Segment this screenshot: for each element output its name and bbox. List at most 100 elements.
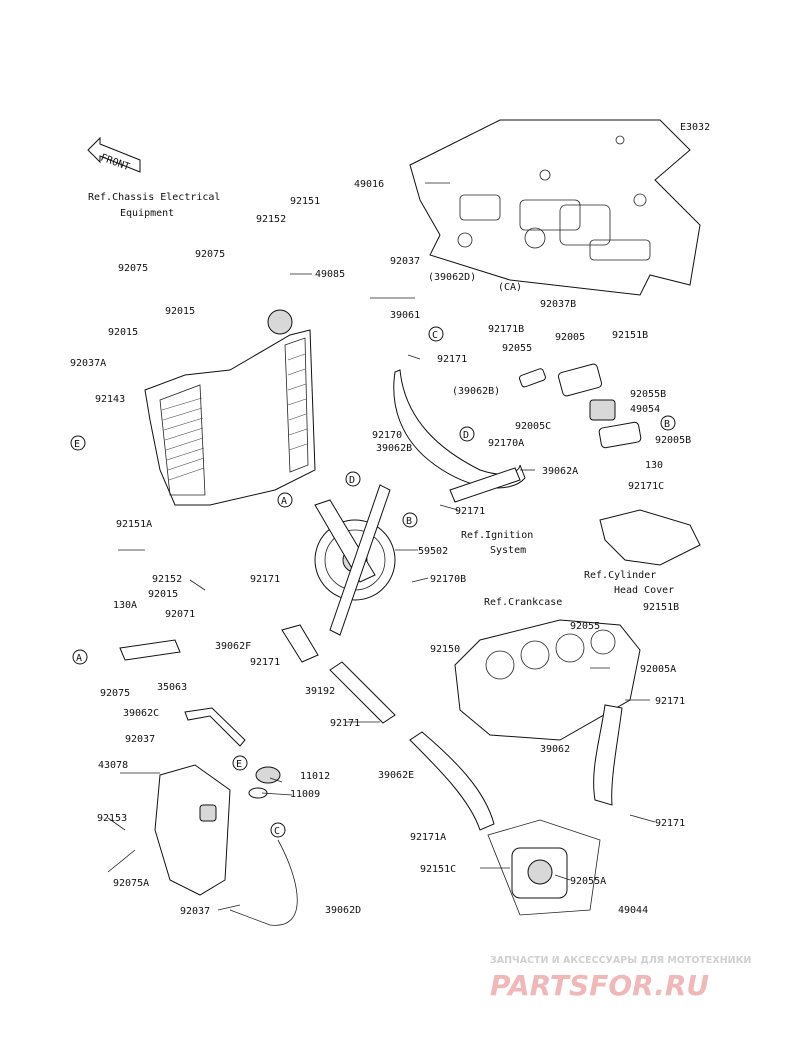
part-number: 92151C [420,864,456,875]
part-number: 92151 [290,196,320,207]
part-number: 11012 [300,771,330,782]
part-number: 92015 [165,306,195,317]
part-number: 92037B [540,299,576,310]
radiator-part [144,309,316,506]
part-number: 92151B [643,602,679,613]
part-number: 92153 [97,813,127,824]
part-number: 92037A [70,358,106,369]
ref-chassis-line1: Ref.Chassis Electrical [88,192,220,203]
callout-markers: A A B B C C D D E E [70,326,676,838]
part-number: 39062B [376,443,412,454]
part-number: (39062B) [452,386,500,397]
callout-e2: E [236,759,242,770]
reservoir-tank-part [154,764,281,896]
part-number: 92152 [152,574,182,585]
part-number: 92150 [430,644,460,655]
part-number: 92170A [488,438,524,449]
part-number: 92055A [570,876,606,887]
part-number: 92075A [113,878,149,889]
part-number: 92171 [250,657,280,668]
part-number: 92171 [250,574,280,585]
callout-a2: A [76,653,82,664]
part-number: 39062 [540,744,570,755]
ref-crankcase: Ref.Crankcase [484,597,562,608]
part-number: 92055 [502,343,532,354]
part-number: 92171 [437,354,467,365]
part-number: 92015 [148,589,178,600]
part-number: 92005A [640,664,676,675]
ref-ignition-line1: Ref.Ignition [461,530,533,541]
part-number-labels: 49016 92151 92152 92075 92075 49085 9203… [70,179,691,917]
part-number: 92005 [555,332,585,343]
callout-a1: A [281,496,287,507]
part-number: 92171B [488,324,524,335]
part-number: 92075 [118,263,148,274]
part-number: 92143 [95,394,125,405]
part-number: 11009 [290,789,320,800]
callout-c2: C [274,826,280,837]
crankcase-part [454,619,641,741]
front-arrow: FRONT [87,136,141,173]
part-number: 39062C [123,708,159,719]
part-number: 92037 [125,734,155,745]
fan-part [314,484,396,636]
part-number: 39062A [542,466,578,477]
watermark: ЗАПЧАСТИ И АКСЕССУАРЫ ДЛЯ МОТОТЕХНИКИ PA… [490,955,751,1002]
part-number: 49044 [618,905,648,916]
part-number: 130 [645,460,663,471]
callout-d1: D [349,475,355,486]
water-pump-part [487,819,601,916]
leader-lines [107,182,656,911]
part-number: 92071 [165,609,195,620]
part-number: 49054 [630,404,660,415]
part-number: 59502 [418,546,448,557]
thermostat-housing [519,363,642,449]
watermark-tagline: ЗАПЧАСТИ И АКСЕССУАРЫ ДЛЯ МОТОТЕХНИКИ [490,955,751,966]
part-number: 92171 [655,818,685,829]
part-number: 92171 [655,696,685,707]
ref-cylinder-line2: Head Cover [614,585,674,596]
part-number: 92171A [410,832,446,843]
part-number: 92037 [180,906,210,917]
part-number: 39192 [305,686,335,697]
part-number: 39062D [325,905,361,916]
hose-39062d [229,839,298,926]
callout-b2: B [406,516,412,527]
part-number: 92171 [455,506,485,517]
pipe-39192 [329,661,396,724]
callout-e1: E [74,439,80,450]
diagram-code: E3032 [680,122,710,133]
ref-ignition-line2: System [490,545,526,556]
part-number: 92170 [372,430,402,441]
part-number: 92055B [630,389,666,400]
part-number: (39062D) [428,272,476,283]
part-number: 130A [113,600,137,611]
part-number: 92055 [570,621,600,632]
part-number: 92075 [100,688,130,699]
heat-shield-part [409,119,701,296]
callout-d2: D [463,430,469,441]
part-number: 35063 [157,682,187,693]
watermark-brand: PARTSFOR.RU [490,969,709,1002]
part-number: 92170B [430,574,466,585]
hose-39062 [593,704,623,806]
hose-39062e [409,731,495,831]
callout-c1: C [432,330,438,341]
part-number: 39062F [215,641,251,652]
part-number: 92171C [628,481,664,492]
bracket-35063 [119,639,181,661]
part-number: 92152 [256,214,286,225]
hose-39062f [281,624,319,663]
part-number: (CA) [498,282,522,293]
hose-39062c [184,707,246,747]
part-number: 92171 [330,718,360,729]
part-number: 92005B [655,435,691,446]
part-number: 49016 [354,179,384,190]
part-number: 92015 [108,327,138,338]
ref-chassis-line2: Equipment [120,208,174,219]
part-number: 92151A [116,519,152,530]
hose-joint [449,467,521,503]
part-number: 39062E [378,770,414,781]
ref-cylinder-line1: Ref.Cylinder [584,570,656,581]
